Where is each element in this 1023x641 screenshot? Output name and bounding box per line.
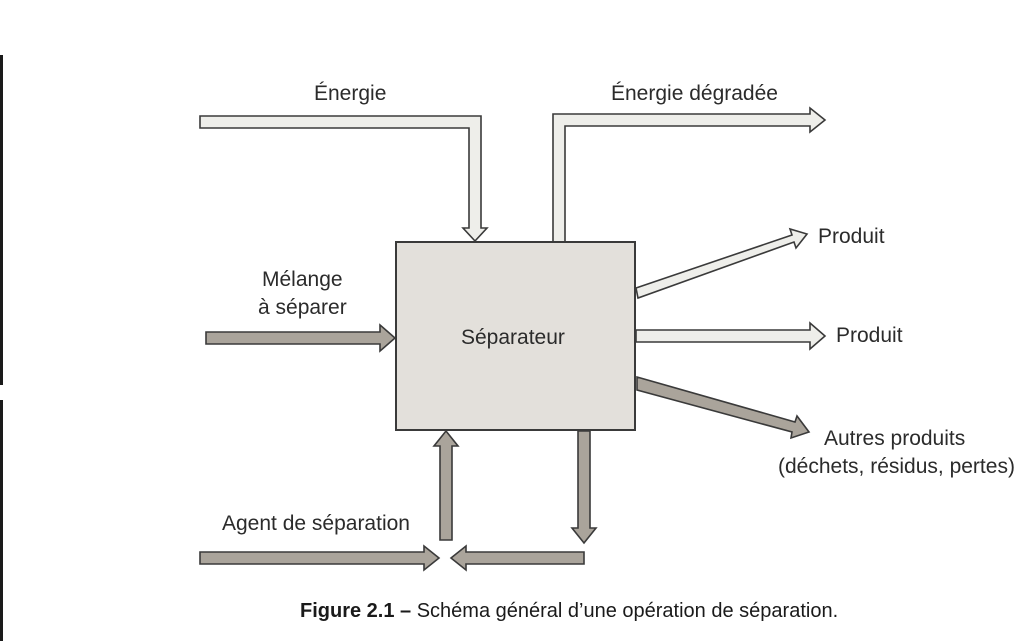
label-mixture-line2: à séparer	[258, 296, 347, 319]
separator-box	[395, 241, 636, 431]
agent-feed-up-arrow	[432, 429, 460, 541]
label-other-products-line1: Autres produits	[824, 427, 966, 450]
agent-return-arrow	[449, 544, 585, 572]
energy-input-arrow	[199, 115, 489, 243]
label-product-2: Produit	[836, 324, 903, 347]
label-agent: Agent de séparation	[222, 512, 410, 535]
product-1-arrow	[635, 227, 809, 300]
page-edge-rule-top	[0, 55, 3, 385]
label-mixture-line1: Mélange	[262, 268, 343, 291]
figure-caption-label: Figure 2.1 –	[300, 600, 412, 622]
degraded-energy-arrow	[552, 106, 827, 243]
agent-recovery-down-arrow	[570, 430, 598, 545]
label-other-products-line2: (déchets, résidus, pertes)	[778, 455, 1015, 478]
label-product-1: Produit	[818, 225, 885, 248]
label-separator: Séparateur	[461, 326, 565, 349]
product-2-arrow	[635, 321, 827, 351]
label-energy: Énergie	[314, 82, 387, 105]
label-degraded-energy: Énergie dégradée	[611, 82, 778, 105]
mixture-input-arrow	[205, 323, 397, 353]
page-edge-rule-bottom	[0, 400, 3, 641]
agent-input-arrow	[199, 544, 441, 572]
figure-caption-text: Schéma général d’une opération de sépara…	[411, 600, 839, 622]
figure-caption: Figure 2.1 – Schéma général d’une opérat…	[300, 600, 838, 623]
other-products-arrow	[636, 375, 811, 440]
